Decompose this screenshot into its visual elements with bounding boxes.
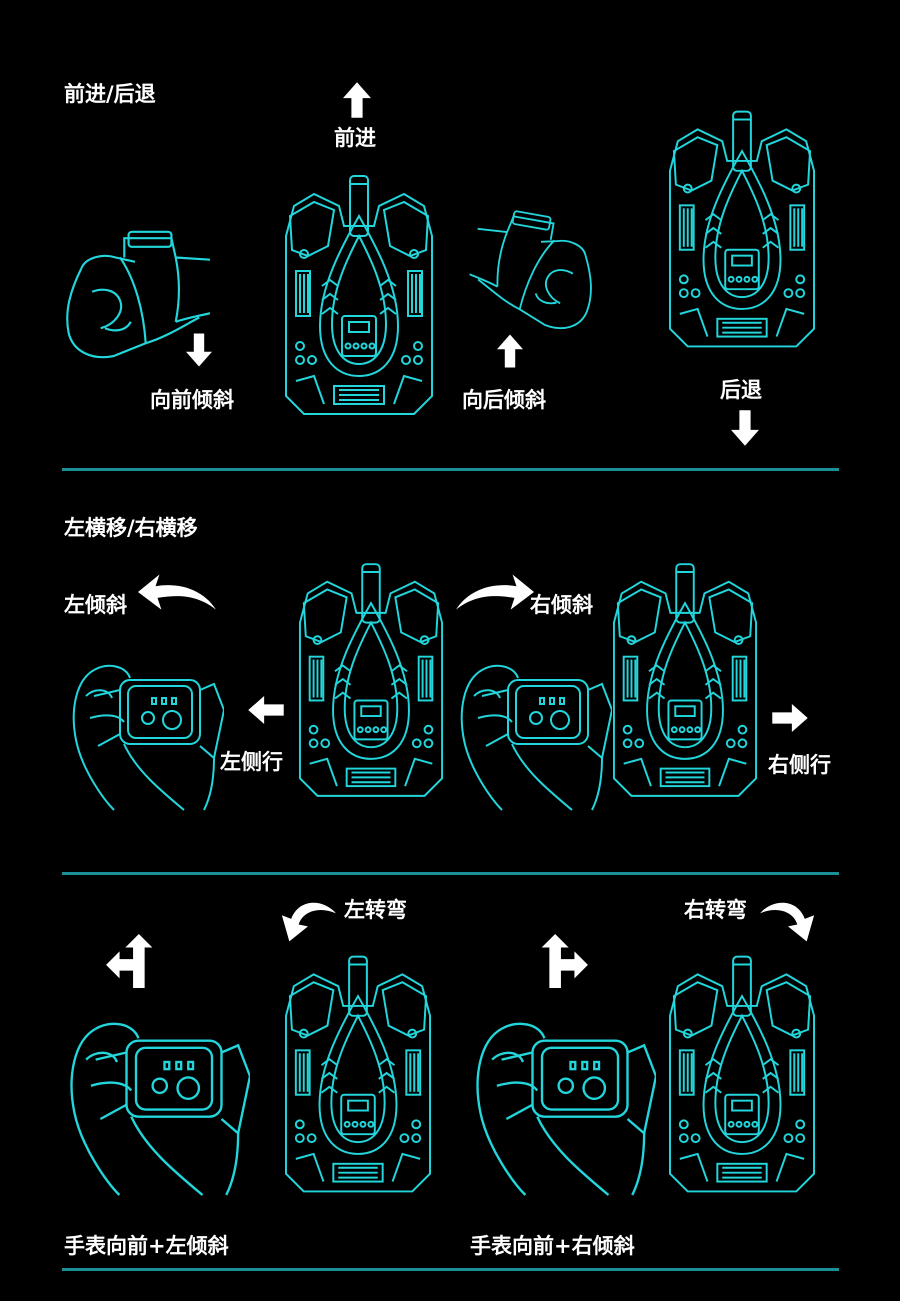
tank-icon	[668, 110, 816, 348]
wrist-watch-hand-icon	[460, 664, 612, 812]
tank-icon	[668, 955, 816, 1193]
tank-icon	[284, 955, 432, 1193]
turn-left-arrow-icon	[106, 934, 153, 988]
label-backward: 后退	[720, 378, 762, 402]
caption-right: 手表向前+右倾斜	[470, 1234, 635, 1258]
wrist-watch-hand-icon	[461, 204, 605, 335]
turn-right-arrow-icon	[541, 934, 588, 988]
section-divider	[62, 872, 839, 875]
arrow-left-icon	[248, 696, 284, 724]
tank-icon	[284, 174, 434, 416]
arrow-down-icon	[731, 410, 759, 446]
section1-heading: 前进/后退	[64, 82, 156, 106]
wrist-watch-hand-icon	[476, 1022, 656, 1197]
label-tilt-right: 右倾斜	[530, 593, 593, 617]
tank-icon	[298, 563, 444, 798]
curved-arrow-right-icon	[456, 574, 534, 610]
section2-heading: 左横移/右横移	[64, 516, 198, 540]
wrist-watch-hand-icon	[70, 1022, 250, 1197]
arrow-up-icon	[497, 334, 523, 368]
section-divider	[62, 1268, 839, 1271]
label-forward: 前进	[334, 126, 376, 150]
label-side-left: 左侧行	[220, 750, 283, 774]
label-side-right: 右侧行	[768, 753, 831, 777]
curved-arrow-left-icon	[138, 574, 216, 610]
arrow-down-icon	[186, 333, 212, 367]
label-tilt-forward: 向前倾斜	[150, 388, 234, 412]
label-tilt-back: 向后倾斜	[462, 388, 546, 412]
label-tilt-left: 左倾斜	[64, 593, 127, 617]
caption-left: 手表向前+左倾斜	[64, 1234, 229, 1258]
arrow-right-icon	[772, 704, 808, 732]
section-divider	[62, 468, 839, 471]
arrow-up-icon	[343, 82, 371, 118]
label-turn-right: 右转弯	[684, 898, 747, 922]
label-turn-left: 左转弯	[344, 898, 407, 922]
wrist-watch-hand-icon	[72, 664, 224, 812]
tank-icon	[612, 563, 758, 798]
